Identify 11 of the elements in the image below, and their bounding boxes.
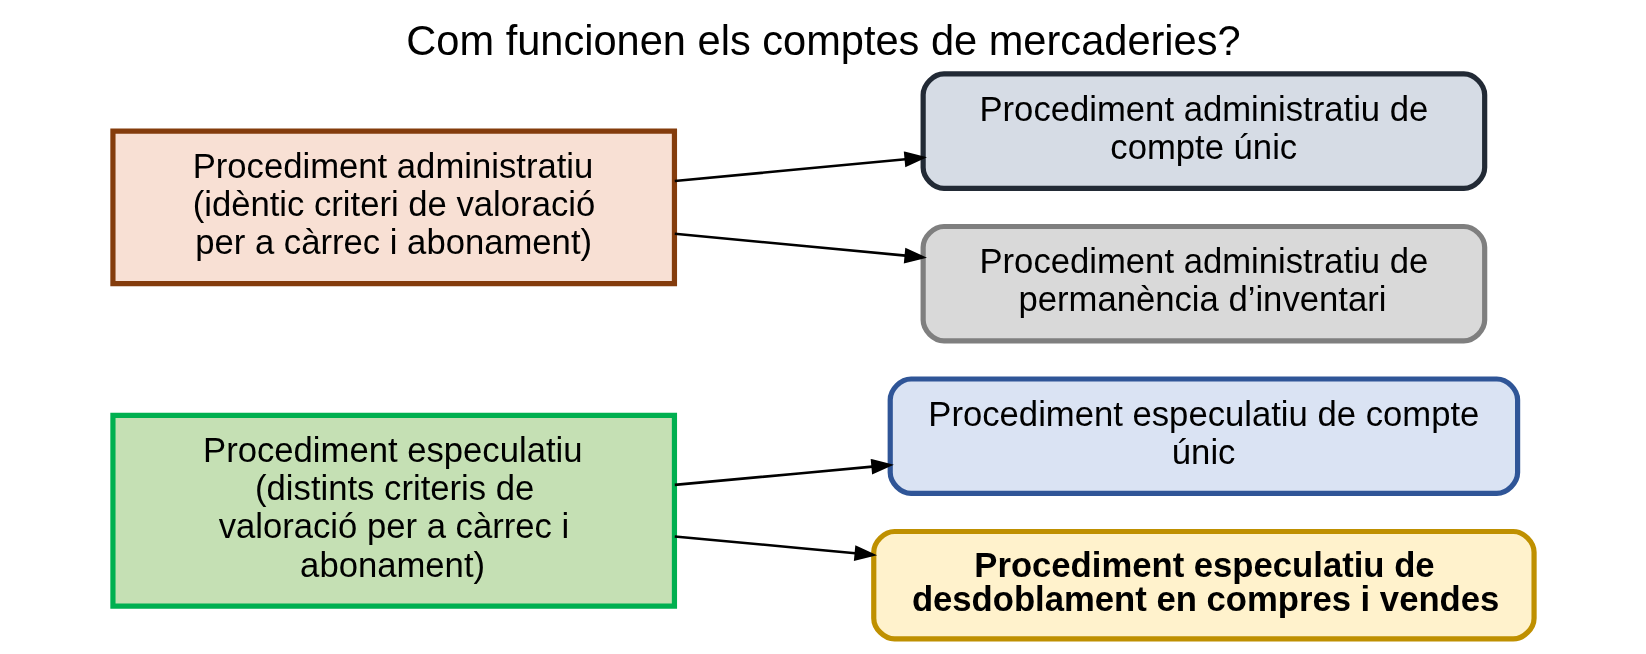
arrow	[674, 151, 927, 183]
node-box: Procediment especulatiu (distints criteris de valoració per a càrrec i abonament)	[109, 412, 677, 609]
node-box: Procediment administratiu (idèntic criteri de valoració per a càrrec i abonament)	[109, 128, 677, 287]
node-box: Procediment administratiu de compte únic	[920, 71, 1487, 191]
arrow	[674, 535, 877, 561]
node-box: Procediment administratiu de permanència d’inventari	[920, 223, 1487, 344]
arrow	[674, 458, 894, 487]
node-box: Procediment especulatiu de desdoblament en compres i vendes	[870, 528, 1537, 642]
diagram-title: Com funcionen els comptes de mercaderies?	[405, 17, 1241, 65]
node-box: Procediment especulatiu de compte únic	[887, 376, 1520, 496]
arrow	[674, 232, 927, 264]
